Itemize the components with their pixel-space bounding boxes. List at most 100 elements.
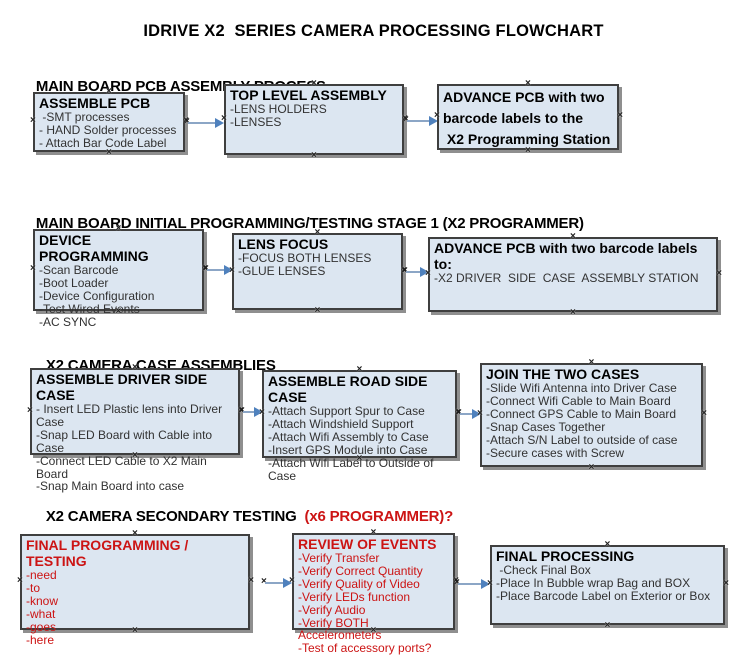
box-title: DEVICE PROGRAMMING xyxy=(39,232,149,264)
section-heading-initial-programming: MAIN BOARD INITIAL PROGRAMMING/TESTING S… xyxy=(20,198,584,249)
box-item: -Verify BOTH Accelerometers xyxy=(298,615,382,643)
box-item: -here xyxy=(26,632,55,647)
flow-box-assemble-road-side-case[interactable]: × × × × ASSEMBLE ROAD SIDE CASE -Attach … xyxy=(259,365,461,482)
anchor-x-icon: × xyxy=(239,405,245,416)
arrow-line xyxy=(460,413,473,415)
box-item: -Place In Bubble wrap Bag and BOX xyxy=(496,575,691,590)
anchor-x-icon: × xyxy=(248,575,254,586)
box-title: ASSEMBLE DRIVER SIDE CASE xyxy=(36,371,212,403)
flow-arrow[interactable]: × xyxy=(261,577,292,589)
arrow-line xyxy=(243,411,255,413)
arrow-head-icon xyxy=(429,116,438,126)
box-item: -Connect LED Cable to X2 Main Board xyxy=(36,453,211,481)
flow-arrow[interactable]: × xyxy=(402,266,429,278)
box-item: -Verify Quality of Video xyxy=(298,576,420,591)
box-title: LENS FOCUS xyxy=(238,236,329,252)
anchor-x-icon: × xyxy=(403,114,409,125)
anchor-x-icon: × xyxy=(17,575,23,586)
arrow-head-icon xyxy=(224,265,233,275)
anchor-x-icon: × xyxy=(701,408,707,419)
arrow-line xyxy=(407,120,430,122)
box-item: - HAND Solder processes xyxy=(39,122,177,137)
arrow-head-icon xyxy=(481,579,490,589)
box-item: -Verify Audio xyxy=(298,602,366,617)
arrow-head-icon xyxy=(254,407,263,417)
anchor-x-icon: × xyxy=(184,116,190,127)
anchor-x-icon: × xyxy=(311,150,317,161)
arrow-line xyxy=(188,122,216,124)
flow-arrow[interactable]: × xyxy=(454,577,490,590)
flow-box-lens-focus[interactable]: × × × × LENS FOCUS -FOCUS BOTH LENSES -G… xyxy=(229,228,407,316)
box-item: -GLUE LENSES xyxy=(238,263,326,278)
anchor-x-icon: × xyxy=(570,307,576,318)
flow-box-final-processing[interactable]: × × × × FINAL PROCESSING -Check Final Bo… xyxy=(487,540,729,631)
flow-arrow[interactable]: × xyxy=(184,116,224,129)
flow-box-final-programming-testing[interactable]: × × × × FINAL PROGRAMMING / TESTING -nee… xyxy=(17,529,254,646)
anchor-x-icon: × xyxy=(723,578,729,589)
arrow-line xyxy=(265,582,284,584)
section-heading-secondary-testing: X2 CAMERA SECONDARY TESTING (x6 PROGRAMM… xyxy=(30,491,453,542)
box-item: -goes xyxy=(26,619,57,634)
box-item: -to xyxy=(26,580,41,595)
box-item: -Device Configuration xyxy=(39,288,155,303)
box-item: -Check Final Box xyxy=(496,563,591,577)
box-item: -what xyxy=(26,606,56,621)
anchor-x-icon: × xyxy=(456,407,462,418)
box-title: ASSEMBLE PCB xyxy=(39,95,151,111)
box-item: -Verify Correct Quantity xyxy=(298,563,423,578)
anchor-x-icon: × xyxy=(454,577,460,588)
flow-box-top-level-assembly[interactable]: × × × × TOP LEVEL ASSEMBLY -LENS HOLDERS… xyxy=(221,79,408,161)
section-heading-text: X2 CAMERA SECONDARY TESTING xyxy=(45,508,301,525)
box-item: -Scan Barcode xyxy=(39,263,119,277)
box-title: ASSEMBLE ROAD SIDE CASE xyxy=(268,373,432,405)
box-item: -Snap LED Board with Cable into Case xyxy=(36,427,216,455)
box-item: -Test Wired Events xyxy=(39,301,140,316)
box-item: -Attach Windshield Support xyxy=(268,416,414,431)
box-title: ADVANCE PCB with two barcode labels to: xyxy=(434,240,702,272)
box-item: -Attach Wifi Label to Outside of Case xyxy=(268,455,437,483)
flow-box-assemble-pcb[interactable]: × × × × ASSEMBLE PCB -SMT processes - HA… xyxy=(30,87,189,158)
box-title: JOIN THE TWO CASES xyxy=(486,366,640,382)
flow-box-review-of-events[interactable]: × × × × REVIEW OF EVENTS -Verify Transfe… xyxy=(289,528,459,655)
flow-arrow[interactable]: × xyxy=(239,405,263,418)
flow-box-join-the-two-cases[interactable]: × × × × JOIN THE TWO CASES -Slide Wifi A… xyxy=(477,358,707,473)
box-title: ADVANCE PCB with two barcode labels to t… xyxy=(443,89,611,147)
arrow-line xyxy=(458,583,482,585)
flow-box-advance-pcb-driver-side[interactable]: × × × × ADVANCE PCB with two barcode lab… xyxy=(425,232,722,318)
box-item: -AC SYNC xyxy=(39,314,97,329)
flow-box-advance-pcb-programming-station[interactable]: × × × × ADVANCE PCB with two barcode lab… xyxy=(434,79,623,156)
section-heading-red-text: (x6 PROGRAMMER)? xyxy=(300,508,454,525)
section-heading-text: MAIN BOARD INITIAL PROGRAMMING/TESTING S… xyxy=(35,215,584,232)
flow-arrow[interactable]: × xyxy=(203,263,233,276)
anchor-x-icon: × xyxy=(604,620,611,631)
arrow-line xyxy=(207,269,225,271)
flow-arrow[interactable]: × xyxy=(456,407,481,420)
box-item: -Test of accessory ports? xyxy=(298,641,432,656)
arrow-head-icon xyxy=(420,267,429,277)
box-item: -Verify Transfer xyxy=(298,551,380,565)
arrow-head-icon xyxy=(472,409,481,419)
box-item: -Attach S/N Label to outside of case xyxy=(486,432,678,447)
box-item: -X2 DRIVER SIDE CASE ASSEMBLY STATION xyxy=(434,271,699,285)
anchor-x-icon: × xyxy=(203,263,209,274)
box-title: REVIEW OF EVENTS xyxy=(298,536,437,552)
anchor-x-icon: × xyxy=(314,305,321,316)
flow-box-assemble-driver-side-case[interactable]: × × × × ASSEMBLE DRIVER SIDE CASE - Inse… xyxy=(27,363,244,493)
box-item: -know xyxy=(26,593,59,608)
page-title: IDRIVE X2 SERIES CAMERA PROCESSING FLOWC… xyxy=(143,22,604,40)
anchor-x-icon: × xyxy=(106,147,112,158)
box-item: -Connect Wifi Cable to Main Board xyxy=(486,393,671,408)
box-item: -Snap Cases Together xyxy=(486,419,606,434)
box-item: -FOCUS BOTH LENSES xyxy=(238,251,372,265)
arrow-head-icon xyxy=(215,118,224,128)
box-item: -SMT processes xyxy=(39,110,130,124)
box-item: -Attach Support Spur to Case xyxy=(268,404,425,418)
flow-box-device-programming[interactable]: × × × × DEVICE PROGRAMMING -Scan Barcode… xyxy=(30,224,208,329)
anchor-x-icon: × xyxy=(30,263,36,274)
box-item: - Attach Bar Code Label xyxy=(39,135,167,150)
anchor-x-icon: × xyxy=(716,267,722,279)
box-item: -Attach Wifi Assembly to Case xyxy=(268,429,429,444)
box-item: -LENSES xyxy=(230,114,282,129)
flow-arrow[interactable]: × xyxy=(403,114,438,127)
